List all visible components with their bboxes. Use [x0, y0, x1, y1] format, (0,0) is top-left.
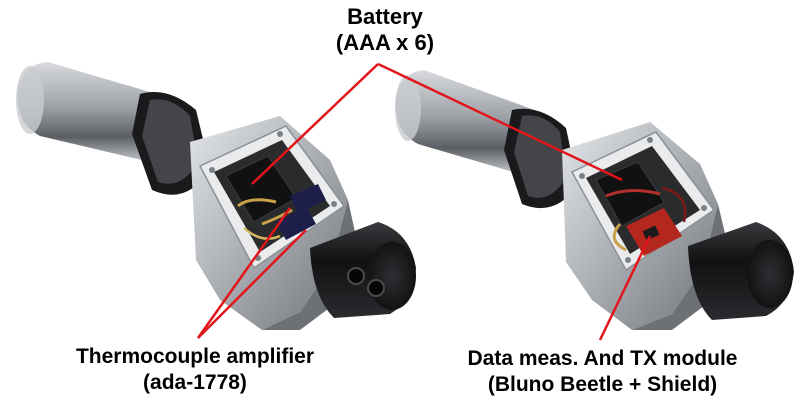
data-module-label: Data meas. And TX module (Bluno Beetle +… [405, 346, 800, 398]
left-tool-holder [16, 62, 416, 330]
battery-label-line2: (AAA x 6) [335, 30, 435, 55]
thermocouple-leader-2 [197, 229, 307, 339]
thermocouple-leader-1 [196, 207, 292, 339]
battery-label-line1: Battery [347, 4, 423, 29]
battery-label: Battery (AAA x 6) [300, 4, 470, 56]
data-module-label-line2: (Bluno Beetle + Shield) [487, 373, 718, 396]
battery-leader-left [251, 63, 379, 185]
thermocouple-label: Thermocouple amplifier (ada-1778) [40, 344, 350, 396]
right-taper-cone [395, 70, 540, 174]
left-coolant-hole-2 [367, 279, 385, 297]
left-amplifier-board-1 [290, 184, 326, 214]
right-battery-pack [595, 161, 665, 227]
thermocouple-label-line2: (ada-1778) [143, 371, 247, 394]
leader-lines [196, 62, 652, 341]
data-module-label-line1: Data meas. And TX module [467, 347, 738, 370]
thermocouple-label-line1: Thermocouple amplifier [75, 345, 315, 368]
left-amplifier-board-2 [276, 206, 316, 240]
data-module-leader [598, 235, 652, 341]
left-coolant-hole-1 [347, 267, 365, 285]
left-taper-cone [17, 62, 170, 162]
battery-leader-right [377, 62, 623, 182]
right-tool-holder [395, 70, 794, 330]
